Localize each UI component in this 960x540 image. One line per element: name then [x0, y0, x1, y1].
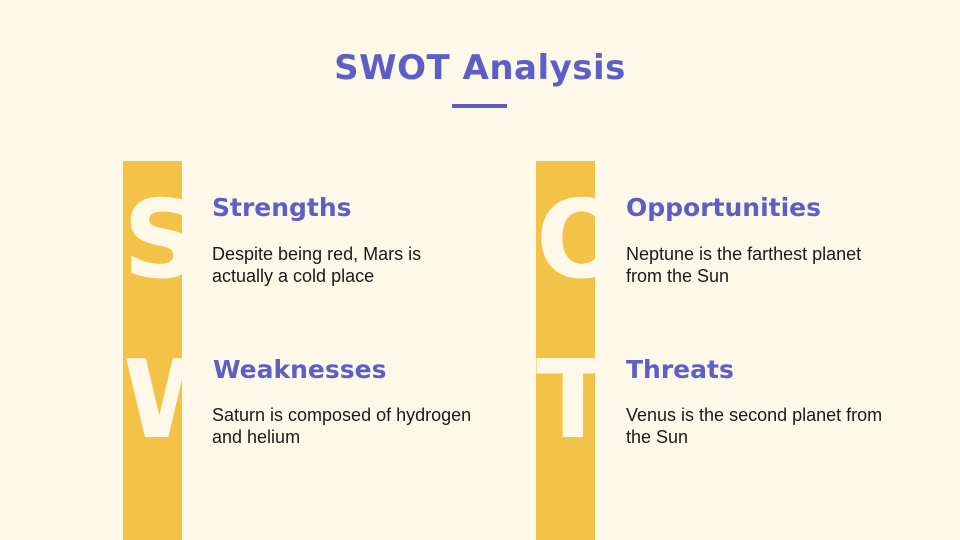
right-letter-bar: O T: [536, 161, 595, 540]
strengths-text: Despite being red, Mars is actually a co…: [212, 244, 422, 286]
left-letter-bar: S W: [123, 161, 182, 540]
letter-t: T: [536, 346, 595, 456]
threats-heading: Threats: [626, 355, 734, 384]
weaknesses-text: Saturn is composed of hydrogen and heliu…: [212, 405, 472, 447]
weaknesses-heading: Weaknesses: [213, 355, 387, 384]
letter-w: W: [123, 346, 182, 456]
letter-o: O: [536, 186, 595, 296]
strengths-heading: Strengths: [212, 193, 352, 222]
letter-s: S: [123, 186, 182, 296]
opportunities-heading: Opportunities: [626, 193, 822, 222]
slide-title: SWOT Analysis: [334, 48, 626, 88]
opportunities-text: Neptune is the farthest planet from the …: [626, 244, 862, 286]
threats-text: Venus is the second planet from the Sun: [626, 405, 883, 447]
title-underline: [452, 104, 507, 108]
